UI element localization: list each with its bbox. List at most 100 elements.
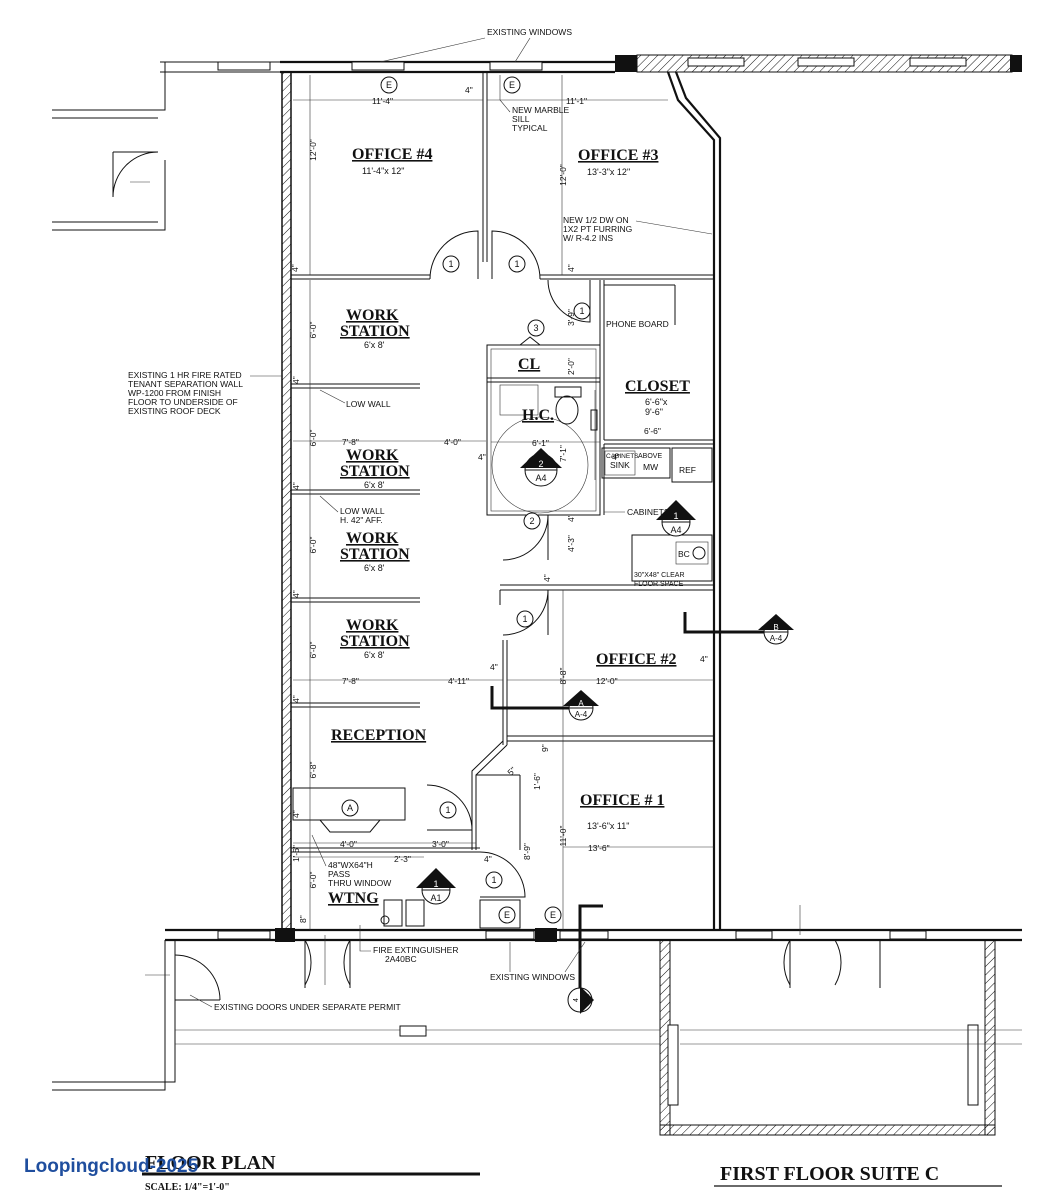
note-fire-ext-2: 2A40BC [385,954,417,964]
dim-11-1: 11'-1" [566,96,587,106]
dim-11-4: 11'-4" [372,96,393,106]
dim-6-0-b: 6'-0" [308,430,318,447]
note-above: ABOVE [638,453,662,460]
room-size-office3: 13'-3"x 12" [587,167,630,177]
dim-8-9: 8'-9" [522,843,532,860]
note-sink: SINK [610,460,630,470]
tag-a: A [347,803,353,813]
note-ref: REF [679,465,696,475]
dim-4-n: 4" [484,854,492,864]
note-clear-space-2: FLOOR SPACE [634,581,684,588]
section-1a1-num: 1 [433,879,438,889]
tag-window-e-2: E [509,80,515,90]
section-2-sheet: A4 [535,473,546,483]
room-size-office1: 13'-6"x 11" [587,821,629,831]
section-marker-b-a4: B A-4 [758,614,794,645]
tag-door-1-d: 1 [522,614,527,624]
tag-window-e-4: E [550,910,556,920]
note-marble-sill-3: TYPICAL [512,123,548,133]
note-existing-windows-top: EXISTING WINDOWS [487,27,572,37]
dim-4-0-b: 4'-0" [340,839,357,849]
section-1-sheet: A4 [670,525,681,535]
note-existing-doors: EXISTING DOORS UNDER SEPARATE PERMIT [214,1002,401,1012]
note-marble-sill-1: NEW MARBLE [512,105,569,115]
room-size-ws3: 6'x 8' [364,563,385,573]
room-name-ws4-b: STATION [340,633,410,650]
note-low-wall-42-2: H. 42" AFF. [340,515,383,525]
room-size-closet-a: 6'-6"x [645,397,668,407]
tag-door-3: 3 [533,323,538,333]
dim-6-6: 6'-6" [644,426,661,436]
note-cabinets: CABINETS [627,507,670,517]
room-name-closet: CLOSET [625,378,690,395]
room-name-wtng: WTNG [328,890,379,907]
dim-13-6: 13'-6" [588,843,610,853]
room-name-cl: CL [518,356,540,373]
note-fire-wall-4: FLOOR TO UNDERSIDE OF [128,397,238,407]
room-name-ws1-a: WORK [346,307,399,324]
room-size-ws1: 6'x 8' [364,340,385,350]
dim-11-0: 11'-0" [558,825,568,846]
section-cuts [490,612,770,990]
dim-6-0-d: 6'-0" [308,642,318,659]
tag-door-1-a: 1 [448,259,453,269]
dim-4-j: 4" [612,452,620,462]
dim-12-0-right: 12'-0" [558,164,568,186]
dim-3-9: 3'-9" [566,309,576,326]
note-pass-thru-3: THRU WINDOW [328,878,391,888]
dim-5: 5" [505,765,518,778]
tag-door-1-b: 1 [514,259,519,269]
dim-6-1: 6'-1" [532,438,549,448]
tag-door-1-f: 1 [491,875,496,885]
room-size-ws4: 6'x 8' [364,650,385,660]
dim-6-8: 6'-8" [308,762,318,779]
note-existing-windows-bottom: EXISTING WINDOWS [490,972,575,982]
room-name-office4: OFFICE #4 [352,146,432,163]
tag-door-1-c: 1 [579,306,584,316]
dim-4-11: 4'-11" [448,676,469,686]
note-fire-wall-3: WP-1200 FROM FINISH [128,388,221,398]
note-fire-wall-1: EXISTING 1 HR FIRE RATED [128,370,242,380]
dim-4-g: 4" [291,810,301,818]
note-fire-wall-5: EXISTING ROOF DECK [128,406,221,416]
note-clear-space-1: 30"X48" CLEAR [634,572,685,579]
note-furring-3: W/ R-4.2 INS [563,233,613,243]
note-marble-sill-2: SILL [512,114,530,124]
dim-3-0: 3'-0" [432,839,449,849]
notes: EXISTING WINDOWS NEW MARBLE SILL TYPICAL… [128,27,713,1012]
dim-1-6: 1'-6" [291,845,301,862]
room-name-ws3-b: STATION [340,546,410,563]
dim-9: 9" [540,744,550,752]
section-b-num: B [773,623,778,632]
section-marker-a-a4: A A-4 [563,690,599,721]
dim-6-0-e: 6'-0" [308,872,318,889]
tag-door-1-e: 1 [445,805,450,815]
note-fire-wall-2: TENANT SEPARATION WALL [128,379,243,389]
room-name-ws3-a: WORK [346,530,399,547]
section-markers: 2 A4 1 A4 B A-4 A A-4 1 [416,448,794,1014]
room-name-office2: OFFICE #2 [596,651,676,668]
note-low-wall: LOW WALL [346,399,391,409]
dim-1-6-b: 1'-6" [532,773,542,790]
section-marker-1-a4: 1 A4 [656,500,696,537]
section-2-num: 2 [538,459,543,469]
note-low-wall-42-1: LOW WALL [340,506,385,516]
note-phone-board: PHONE BOARD [606,319,669,329]
dim-4-i: 4" [566,514,576,522]
scale-label: SCALE: 1/4"=1'-0" [145,1182,230,1193]
dim-4-l: 4" [700,654,708,664]
room-labels: OFFICE #4 11'-4"x 12" OFFICE #3 13'-3"x … [328,146,690,907]
dim-8-8: 8'-8" [558,668,568,685]
note-fire-ext-1: FIRE EXTINGUISHER [373,945,458,955]
section-1a1-sheet: A1 [430,893,441,903]
section-marker-2-a4: 2 A4 [520,448,562,487]
note-furring-2: 1X2 PT FURRING [563,224,632,234]
note-furring-1: NEW 1/2 DW ON [563,215,629,225]
dim-7-8-b: 7'-8" [342,676,359,686]
dim-4-m: 4" [490,662,498,672]
watermark-text: Loopingcloud-2025 [24,1156,199,1177]
note-mw: MW [643,462,658,472]
room-name-reception: RECEPTION [331,727,427,744]
section-sim-label: SIM [584,994,591,1007]
room-name-office3: OFFICE #3 [578,147,658,164]
